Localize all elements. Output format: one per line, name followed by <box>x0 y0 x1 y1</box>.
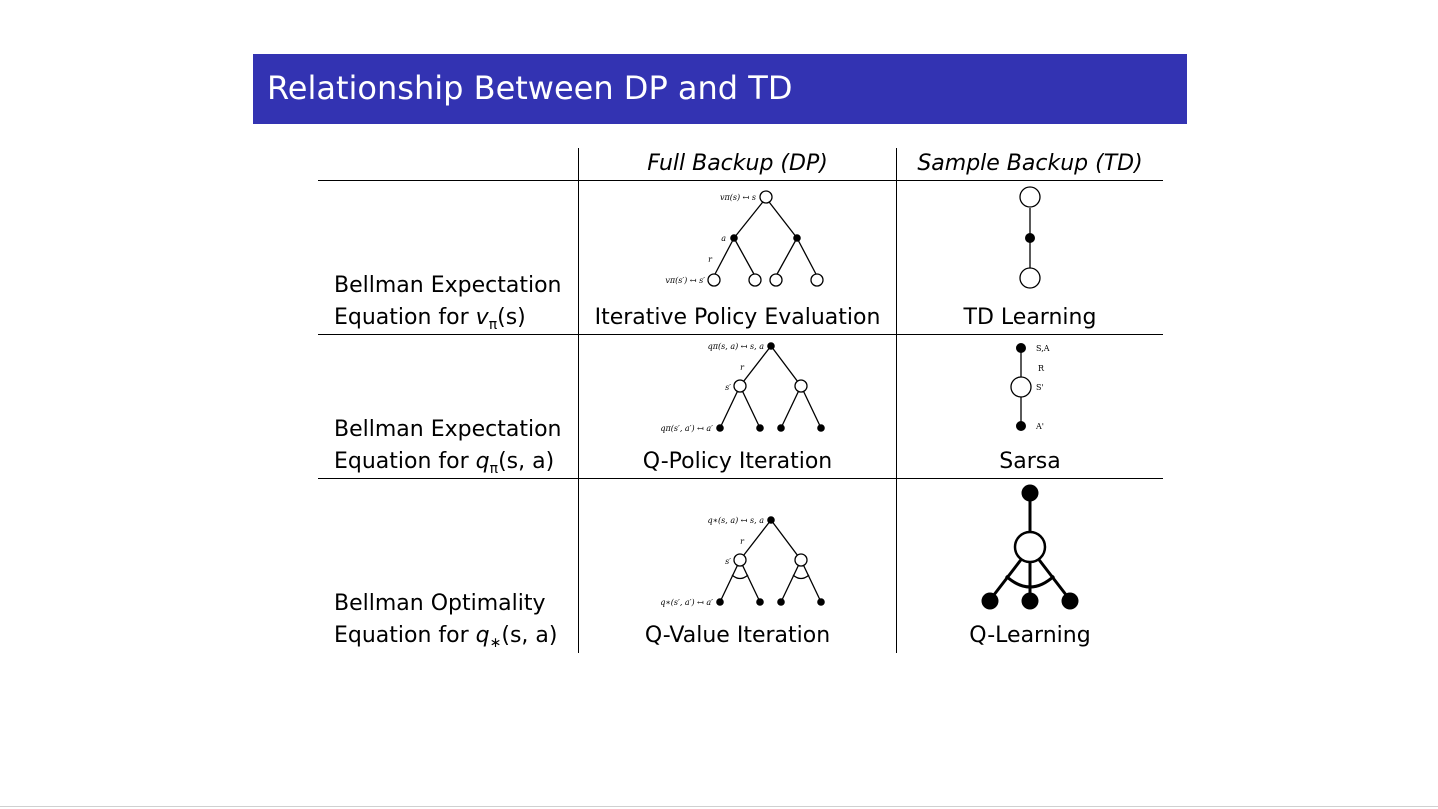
diagram-label-a: a <box>721 234 726 243</box>
state-node <box>1019 267 1041 289</box>
backup-diagram-td-learning <box>1019 186 1041 289</box>
action-node <box>730 234 738 242</box>
row-label-3-line2: Equation for q∗(s, a) <box>334 623 558 651</box>
row-label-1-line2: Equation for vπ(s) <box>334 305 526 333</box>
sarsa-label-sa: S,A <box>1036 344 1050 353</box>
backup-diagram-q-policy-iteration: qπ(s, a) ↤ s, a r s′ qπ(s′, a′) ↤ a′ <box>660 342 825 433</box>
row-label-1-line1: Bellman Expectation <box>334 273 562 298</box>
state-node <box>1019 186 1041 208</box>
action-node <box>1025 233 1035 243</box>
max-arc <box>1004 574 1056 589</box>
action-node <box>777 424 785 432</box>
diagram-label-top: vπ(s) ↤ s <box>720 193 756 202</box>
state-node <box>759 190 773 204</box>
action-node <box>1016 421 1026 431</box>
action-node <box>817 424 825 432</box>
state-node <box>794 553 808 567</box>
max-arc <box>792 574 810 580</box>
diagram-label-s: s′ <box>725 383 731 392</box>
td-caption-2: Sarsa <box>999 449 1061 474</box>
action-node <box>767 342 775 350</box>
row-rule-1 <box>318 334 1163 335</box>
row-label-2-line1: Bellman Expectation <box>334 417 562 442</box>
state-node <box>707 273 721 287</box>
action-node <box>756 598 764 606</box>
action-node <box>777 598 785 606</box>
row-rule-2 <box>318 478 1163 479</box>
diagram-label-bottom: qπ(s′, a′) ↤ a′ <box>660 424 713 433</box>
action-node <box>793 234 801 242</box>
slide-title-bar: Relationship Between DP and TD <box>253 54 1187 124</box>
max-arc <box>731 574 749 580</box>
comparison-table: Full Backup (DP) Sample Backup (TD) Bell… <box>318 148 1164 653</box>
slide-title: Relationship Between DP and TD <box>267 69 793 107</box>
page-bottom-rule <box>0 806 1438 807</box>
action-node <box>1016 343 1026 353</box>
diagram-label-top: q∗(s, a) ↤ s, a <box>707 516 764 525</box>
column-header-dp: Full Backup (DP) <box>647 151 828 176</box>
action-node <box>981 592 999 610</box>
action-node <box>817 598 825 606</box>
td-caption-3: Q-Learning <box>969 623 1091 648</box>
header-rule <box>318 180 1163 181</box>
column-rule-1 <box>578 148 579 653</box>
state-node <box>1010 376 1032 398</box>
sarsa-label-a: A' <box>1035 422 1044 431</box>
action-node <box>756 424 764 432</box>
backup-diagram-q-value-iteration: q∗(s, a) ↤ s, a r s′ q∗(s′, a′) ↤ a′ <box>660 516 825 607</box>
diagram-label-s: s′ <box>725 557 731 566</box>
sarsa-label-r: R <box>1038 364 1045 373</box>
sarsa-label-s: S' <box>1036 383 1044 392</box>
diagram-label-bottom: vπ(s′) ↤ s′ <box>665 276 705 285</box>
diagram-label-r: r <box>740 363 745 372</box>
action-node <box>1021 484 1039 502</box>
row-label-3-line1: Bellman Optimality <box>334 591 546 616</box>
backup-diagram-q-learning <box>981 484 1079 610</box>
state-node <box>748 273 762 287</box>
diagram-label-r: r <box>708 255 713 264</box>
backup-diagram-sarsa: S,A R S' A' <box>1010 343 1050 431</box>
diagram-label-top: qπ(s, a) ↤ s, a <box>708 342 765 351</box>
column-header-td: Sample Backup (TD) <box>917 151 1143 176</box>
diagram-label-bottom: q∗(s′, a′) ↤ a′ <box>660 598 713 607</box>
action-node <box>716 424 724 432</box>
td-caption-1: TD Learning <box>963 305 1097 330</box>
state-node <box>1013 530 1047 564</box>
action-node <box>767 516 775 524</box>
action-node <box>1021 592 1039 610</box>
state-node <box>733 553 747 567</box>
state-node <box>769 273 783 287</box>
action-node <box>1061 592 1079 610</box>
action-node <box>716 598 724 606</box>
backup-diagram-policy-evaluation: vπ(s) ↤ s a r vπ(s′) ↤ s′ <box>665 190 824 287</box>
diagram-label-r: r <box>740 537 745 546</box>
dp-caption-2: Q-Policy Iteration <box>642 449 833 474</box>
state-node <box>733 379 747 393</box>
row-label-2-line2: Equation for qπ(s, a) <box>334 449 555 477</box>
dp-caption-1: Iterative Policy Evaluation <box>594 305 881 330</box>
state-node <box>794 379 808 393</box>
dp-caption-3: Q-Value Iteration <box>644 623 831 648</box>
column-rule-2 <box>896 148 897 653</box>
state-node <box>810 273 824 287</box>
